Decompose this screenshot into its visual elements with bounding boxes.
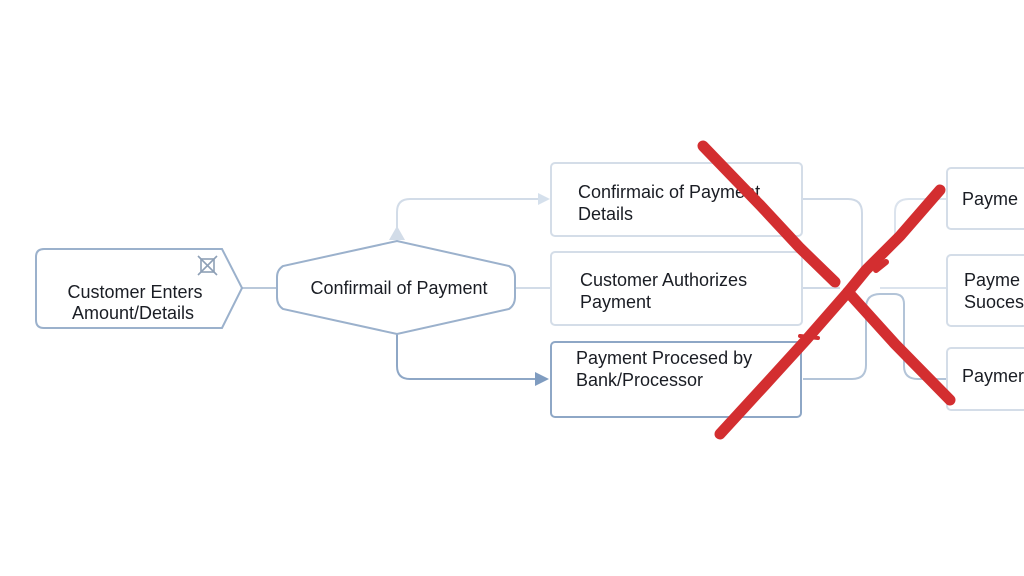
out-top-line1: Payme: [962, 189, 1018, 209]
out-bottom-line1: Paymer: [962, 366, 1024, 386]
out-mid-line1: Payme: [964, 270, 1020, 290]
start-label-line1: Customer Enters: [67, 282, 202, 302]
start-label-line2: Amount/Details: [72, 303, 194, 323]
decision-label: Confirmail of Payment: [310, 278, 487, 298]
node-confirm-details: Confirmaic of Payment Details: [550, 162, 803, 237]
connector-decision-to-processed: [396, 334, 549, 386]
x-box-icon: [197, 255, 218, 276]
processed-line1: Payment Procesed by: [576, 348, 752, 368]
connector-confirm-details-out: [803, 198, 863, 282]
connectors: [242, 193, 946, 386]
connector-decision-to-confirm-details: [396, 193, 550, 240]
node-out-top: Payme: [946, 167, 1024, 230]
node-start: Customer Enters Amount/Details: [35, 248, 244, 329]
confirm-details-line1: Confirmaic of Payment: [578, 182, 760, 202]
out-mid-line2: Suoces: [964, 292, 1024, 312]
node-processed: Payment Procesed by Bank/Processor: [550, 341, 802, 418]
connector-processed-out: [803, 293, 946, 380]
arrow-up-head: [389, 226, 405, 240]
node-authorize: Customer Authorizes Payment: [550, 251, 803, 326]
confirm-details-line2: Details: [578, 204, 633, 224]
node-out-mid: Payme Suoces: [946, 254, 1024, 327]
processed-line2: Bank/Processor: [576, 370, 703, 390]
cross-out-icon: [697, 140, 956, 440]
connector-to-out-top: [894, 198, 946, 240]
node-out-bottom: Paymer: [946, 347, 1024, 411]
authorize-line1: Customer Authorizes: [580, 270, 747, 290]
node-decision: Confirmail of Payment: [276, 239, 516, 336]
authorize-line2: Payment: [580, 292, 651, 312]
